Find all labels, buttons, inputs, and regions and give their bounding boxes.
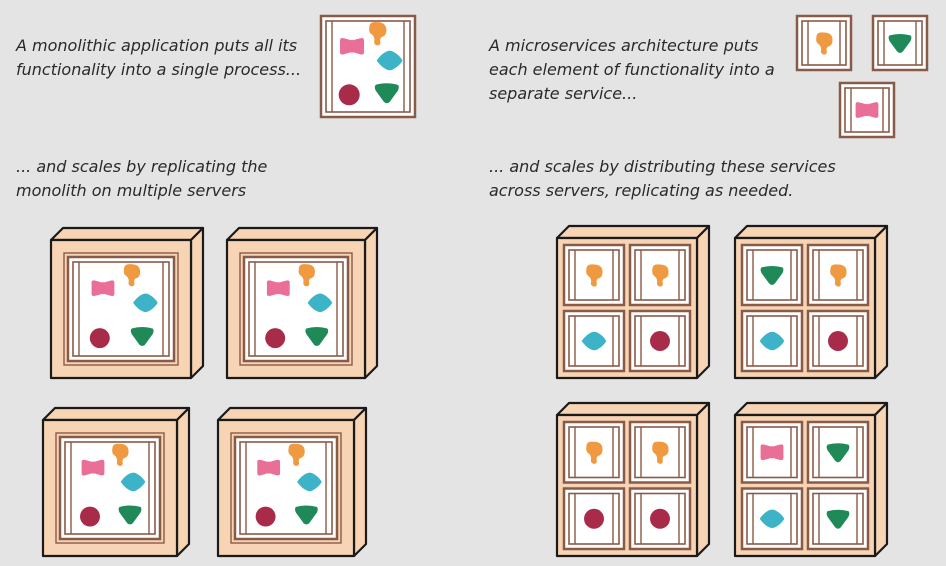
maroon-circle-icon (338, 84, 360, 106)
server-inner-border (55, 432, 165, 544)
maroon-circle-icon (89, 328, 110, 349)
microservices-intro-line-1: A microservices architecture puts (489, 36, 759, 55)
pink-bowtie-icon (257, 459, 281, 476)
green-triangle-icon (374, 83, 399, 104)
microservice-server-3 (555, 401, 711, 558)
green-triangle-icon (826, 443, 850, 463)
service-slot-frame (740, 420, 804, 484)
teal-diamond-icon (581, 331, 607, 351)
orange-blob-icon (652, 264, 669, 287)
microservices-intro-line-3: separate service... (489, 84, 638, 103)
teal-diamond-icon (120, 472, 146, 492)
monolith-server-3 (41, 406, 191, 558)
orange-blob-icon (586, 441, 603, 464)
pink-service-frame (838, 81, 896, 139)
microservice-server-2 (733, 224, 889, 380)
monolith-server-1 (49, 226, 205, 380)
teal-diamond-icon (759, 331, 785, 351)
green-triangle-icon (295, 505, 318, 525)
monolith-intro-line-1: A monolithic application puts all its (16, 36, 298, 55)
service-slot-frame (806, 243, 870, 307)
service-frame (838, 81, 896, 139)
monolith-scale-line-2: monolith on multiple servers (16, 181, 247, 200)
orange-blob-icon (586, 264, 603, 287)
maroon-circle-icon (265, 328, 286, 349)
orange-blob-icon (123, 264, 141, 287)
monolith-server-4 (216, 406, 368, 558)
microservice-server-1 (555, 224, 711, 380)
maroon-circle-icon (650, 331, 670, 351)
microservices-scale-line-2: across servers, replicating as needed. (489, 181, 794, 200)
orange-service-frame (795, 14, 853, 72)
service-slot-frame (562, 243, 626, 307)
maroon-circle-icon (650, 508, 670, 529)
green-service-frame (871, 14, 929, 72)
service-slot-frame (628, 243, 692, 307)
orange-blob-icon (112, 443, 129, 466)
orange-blob-icon (369, 22, 387, 46)
monolith-process-frame (319, 14, 417, 119)
server-inner-border (230, 432, 342, 544)
pink-bowtie-icon (266, 280, 290, 297)
microservices-intro-line-2: each element of functionality into a (489, 60, 775, 79)
microservice-server-4 (733, 401, 889, 558)
orange-blob-icon (298, 264, 315, 287)
monolith-replica-frame (58, 435, 162, 541)
monolith-replica-frame (233, 435, 339, 541)
pink-bowtie-icon (760, 444, 784, 461)
teal-diamond-icon (759, 509, 785, 529)
microservices-scale-line-1: ... and scales by distributing these ser… (489, 157, 836, 176)
service-frame (871, 14, 929, 72)
server-inner-border (239, 252, 353, 366)
green-triangle-icon (305, 327, 329, 347)
monolith-replica-frame (66, 255, 176, 363)
monolith-intro-line-2: functionality into a single process... (16, 60, 302, 79)
orange-blob-icon (830, 264, 847, 287)
teal-diamond-icon (297, 472, 322, 492)
maroon-circle-icon (584, 508, 604, 529)
monolith-replica-frame (242, 255, 350, 363)
maroon-circle-icon (80, 506, 100, 527)
green-triangle-icon (760, 265, 784, 285)
maroon-circle-icon (255, 506, 276, 527)
pink-bowtie-icon (91, 280, 115, 297)
orange-blob-icon (652, 441, 669, 464)
monolith-process (319, 14, 417, 119)
orange-blob-icon (816, 32, 833, 55)
orange-blob-icon (288, 443, 305, 466)
teal-diamond-icon (133, 293, 158, 313)
monolith-server-2 (225, 226, 379, 380)
pink-bowtie-icon (340, 38, 365, 55)
teal-diamond-icon (376, 50, 403, 71)
service-slot-frame (740, 309, 804, 373)
teal-diamond-icon (307, 293, 333, 313)
green-triangle-icon (130, 327, 154, 347)
maroon-circle-icon (828, 331, 848, 351)
service-slot-frame (806, 420, 870, 484)
green-triangle-icon (118, 505, 142, 525)
monolith-scale-line-1: ... and scales by replicating the (16, 157, 268, 176)
server-inner-border (63, 252, 179, 366)
green-triangle-icon (826, 509, 850, 529)
green-triangle-icon (888, 33, 912, 53)
service-slot-frame (740, 243, 804, 307)
pink-bowtie-icon (855, 102, 879, 118)
pink-bowtie-icon (81, 459, 105, 476)
